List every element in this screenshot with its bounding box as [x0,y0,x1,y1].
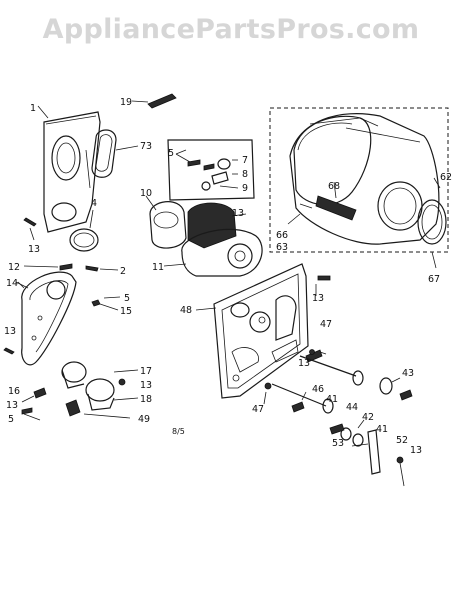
callout-19: 19 [120,97,132,108]
dryer-drum [289,113,447,245]
callout-17: 17 [140,366,152,377]
callout-53: 53 [332,438,344,449]
callout-13-b: 13 [4,326,16,337]
front-panel [43,111,101,233]
callout-13-g: 13 [298,358,310,369]
callout-68: 68 [328,181,340,192]
callout-73: 73 [140,141,152,152]
callout-15: 15 [120,306,132,317]
lint-seal [69,209,99,252]
callout-13-d: 13 [6,400,18,411]
callout-5-c: 5 [8,414,14,425]
callout-63: 63 [276,242,288,253]
callout-1: 1 [30,103,36,114]
drum-rollers [263,349,413,447]
callout-11: 11 [152,262,164,273]
callout-13-a: 13 [28,244,40,255]
callout-47-a: 47 [320,319,332,330]
callout-47-b: 47 [252,404,264,415]
callout-44: 44 [346,402,358,413]
screw-13-right [315,275,331,296]
glide-strip [131,93,177,109]
callout-16: 16 [8,386,20,397]
callout-7: 7 [242,155,248,166]
callout-5-a: 5 [168,148,174,159]
callout-48: 48 [180,305,192,316]
bracket-53 [351,429,405,487]
rear-bulkhead [195,263,309,399]
callout-18: 18 [140,394,152,405]
footer-code: 8/5 [172,427,185,436]
callout-14: 14 [6,278,18,289]
front-bulkhead [15,271,77,366]
callout-4: 4 [91,198,97,209]
callout-13-f: 13 [312,293,324,304]
callout-49: 49 [138,414,150,425]
screw-15 [91,296,121,311]
callout-2: 2 [120,266,126,277]
screw-13-left [3,217,37,355]
callout-67: 67 [428,274,440,285]
blower-wheel [145,195,187,249]
callout-41-b: 41 [376,424,388,435]
drum-box [269,107,449,269]
screw-12 [23,263,119,272]
callout-42: 42 [362,412,374,423]
callout-46: 46 [312,384,324,395]
callout-5-b: 5 [124,293,130,304]
callout-66: 66 [276,230,288,241]
callout-13-e: 13 [232,208,244,219]
callout-12: 12 [8,262,20,273]
callout-41-a: 41 [326,394,338,405]
leader-lines [17,105,441,289]
motor-assembly [21,361,139,421]
callout-9: 9 [242,183,248,194]
door-seal [91,129,139,178]
callout-10: 10 [140,188,152,199]
callout-43: 43 [402,368,414,379]
watermark-text: AppliancePartsPros.com [42,14,420,45]
callout-8: 8 [242,169,248,180]
callout-13-h: 13 [410,445,422,456]
idler-parts-box [167,139,255,201]
callout-52: 52 [396,435,408,446]
blower-housing [163,202,263,277]
callout-13-c: 13 [140,380,152,391]
callout-62: 62 [440,172,452,183]
